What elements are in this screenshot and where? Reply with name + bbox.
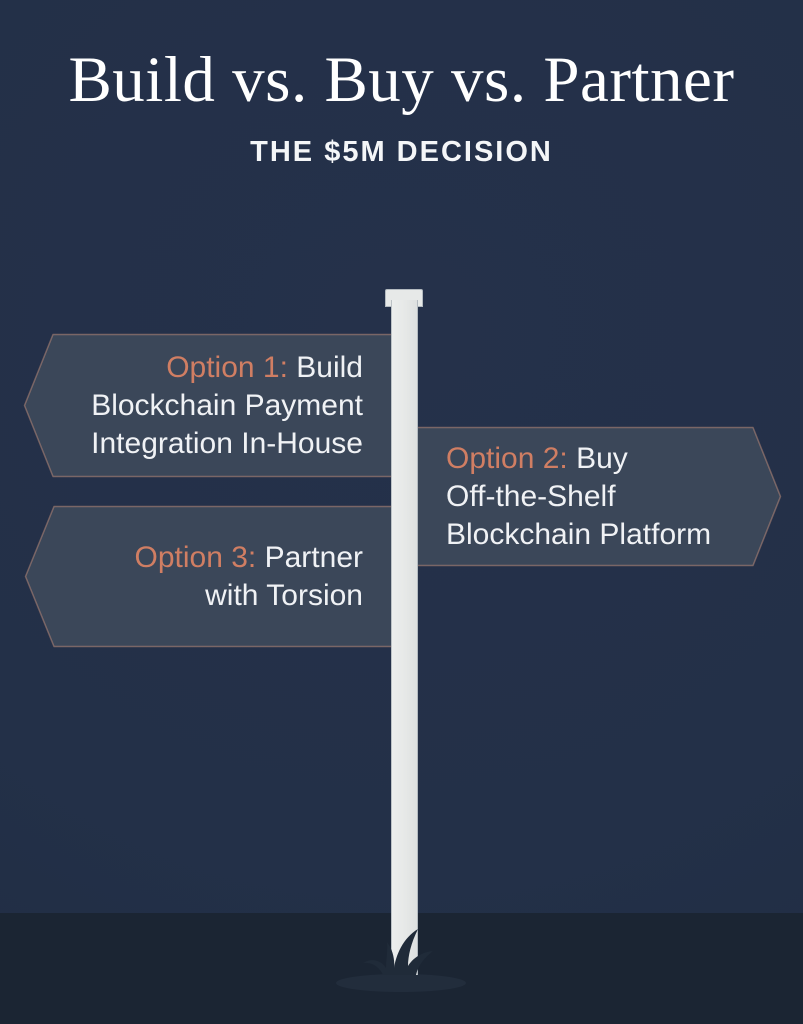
sign-line: Blockchain Payment bbox=[91, 388, 363, 422]
grass-silhouette-icon bbox=[363, 929, 433, 975]
sign-option-3-text: Option 3: Partner with Torsion bbox=[24, 505, 404, 648]
option-2-prefix: Option 2: bbox=[446, 441, 568, 475]
sign-line: Option 1: Build bbox=[23, 349, 363, 387]
header: Build vs. Buy vs. Partner THE $5M DECISI… bbox=[0, 46, 803, 169]
option-2-line1: Buy bbox=[576, 441, 628, 475]
page-subtitle: THE $5M DECISION bbox=[250, 136, 553, 169]
sign-option-2-text: Option 2: Buy Off-the-Shelf Blockchain P… bbox=[404, 426, 782, 567]
sign-option-1-text: Option 1: Build Blockchain Payment Integ… bbox=[23, 333, 404, 478]
sign-option-3-shape bbox=[24, 505, 404, 648]
option-1-line1: Build bbox=[296, 350, 363, 384]
sign-line: Off-the-Shelf bbox=[446, 479, 616, 513]
signpost-pole bbox=[391, 300, 418, 975]
page-title: Build vs. Buy vs. Partner bbox=[68, 44, 735, 116]
option-3-prefix: Option 3: bbox=[134, 540, 257, 574]
sign-line: Blockchain Platform bbox=[446, 517, 712, 551]
sign-line: Integration In-House bbox=[91, 426, 363, 460]
sign-option-3: Option 3: Partner with Torsion bbox=[24, 505, 404, 648]
sign-line: with Torsion bbox=[205, 578, 363, 612]
option-3-line1: Partner bbox=[264, 540, 363, 574]
sign-option-1: Option 1: Build Blockchain Payment Integ… bbox=[23, 333, 404, 478]
option-1-prefix: Option 1: bbox=[166, 350, 288, 384]
ground-mound-ellipse bbox=[336, 974, 466, 992]
sign-line: Option 3: Partner bbox=[24, 539, 363, 577]
sign-option-2: Option 2: Buy Off-the-Shelf Blockchain P… bbox=[404, 426, 782, 567]
sign-option-1-shape bbox=[23, 333, 404, 478]
sign-line: Option 2: Buy bbox=[446, 440, 782, 478]
